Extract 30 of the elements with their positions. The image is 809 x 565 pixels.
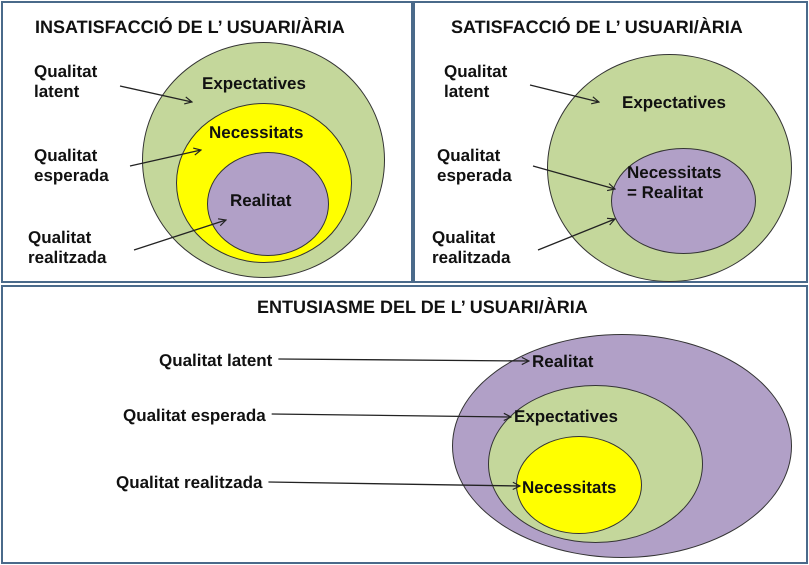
panel-title: ENTUSIASME DEL DE L’ USUARI/ÀRIA [257, 297, 588, 317]
ellipse-label: Necessitats = Realitat [627, 163, 723, 203]
arrow [272, 412, 512, 422]
ellipse-label: Necessitats [209, 123, 304, 143]
ellipse-label: Expectatives [622, 93, 726, 113]
arrow [134, 218, 227, 251]
arrow [538, 218, 616, 251]
panel-title: INSATISFACCIÓ DE L’ USUARI/ÀRIA [35, 17, 345, 37]
panel-title: SATISFACCIÓ DE L’ USUARI/ÀRIA [451, 17, 743, 37]
quality-label: Qualitat realitzada [116, 473, 262, 493]
panel-frame [1, 285, 808, 564]
ellipse-label: Realitat [230, 191, 292, 211]
ellipse-label: Realitat [532, 352, 594, 372]
quality-label: Qualitat esperada [34, 146, 124, 186]
arrow [278, 356, 530, 366]
quality-label: Qualitat esperada [437, 146, 527, 186]
panel-frame [1, 1, 413, 283]
ellipse-label: Expectatives [514, 407, 618, 427]
quality-label: Qualitat latent [34, 62, 114, 102]
arrow [530, 84, 600, 104]
arrow [268, 481, 521, 490]
ellipse-label: Necessitats [522, 478, 617, 498]
quality-label: Qualitat esperada [123, 406, 266, 426]
panel-frame [413, 1, 808, 283]
quality-label: Qualitat latent [159, 351, 272, 371]
arrow [120, 85, 193, 105]
quality-label: Qualitat latent [444, 62, 524, 102]
quality-label: Qualitat realitzada [432, 228, 532, 268]
ellipse-label: Expectatives [202, 74, 306, 94]
quality-label: Qualitat realitzada [28, 228, 128, 268]
